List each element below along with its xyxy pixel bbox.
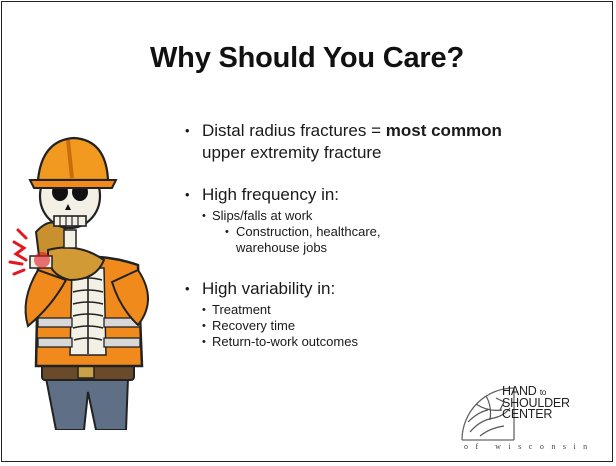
bullet-icon: • bbox=[185, 281, 190, 296]
bullet-high-frequency: • High frequency in: bbox=[182, 184, 592, 206]
sub-sub-bullet-jobs: • Construction, healthcare, warehouse jo… bbox=[182, 224, 592, 256]
bullet-emphasis: most common bbox=[385, 121, 502, 140]
sub-bullet-recovery: • Recovery time bbox=[182, 318, 592, 334]
bullet-text: Return-to-work outcomes bbox=[212, 334, 358, 349]
sub-bullet-slips: • Slips/falls at work bbox=[182, 208, 592, 224]
bullet-text: Distal radius fractures = bbox=[202, 121, 386, 140]
bullet-icon: • bbox=[202, 336, 206, 348]
logo-text: CENTER bbox=[502, 407, 553, 421]
bullet-icon: • bbox=[185, 123, 190, 138]
bullet-icon: • bbox=[202, 210, 206, 222]
bullet-text: Construction, healthcare, bbox=[236, 224, 381, 239]
bullet-list: • Distal radius fractures = most common … bbox=[182, 120, 592, 372]
bullet-distal-radius: • Distal radius fractures = most common … bbox=[182, 120, 592, 164]
logo-text: to bbox=[539, 388, 547, 397]
bullet-text: Recovery time bbox=[212, 318, 296, 333]
skeleton-worker-illustration bbox=[8, 136, 149, 430]
sub-bullet-rtw: • Return-to-work outcomes bbox=[182, 334, 592, 350]
slide-title: Why Should You Care? bbox=[150, 42, 464, 74]
bullet-text: High frequency in: bbox=[202, 185, 340, 204]
bullet-icon: • bbox=[225, 226, 229, 238]
bullet-high-variability: • High variability in: bbox=[182, 278, 592, 300]
bullet-text: Slips/falls at work bbox=[212, 208, 313, 223]
logo-subtitle: of wisconsin bbox=[464, 442, 595, 451]
bullet-text: Treatment bbox=[212, 302, 271, 317]
logo-text: SHOULDER bbox=[502, 396, 570, 410]
bullet-icon: • bbox=[202, 320, 206, 332]
bullet-text: High variability in: bbox=[202, 279, 336, 298]
bullet-continuation: upper extremity fracture bbox=[202, 143, 382, 162]
hand-to-shoulder-logo-icon bbox=[461, 387, 515, 441]
logo-wordmark: HAND to SHOULDER CENTER bbox=[502, 384, 570, 421]
bullet-group-variability: • High variability in: • Treatment • Rec… bbox=[182, 278, 592, 350]
logo-text: HAND bbox=[502, 384, 537, 398]
bullet-icon: • bbox=[185, 187, 190, 202]
bullet-text: warehouse jobs bbox=[236, 240, 328, 255]
bullet-group-frequency: • High frequency in: • Slips/falls at wo… bbox=[182, 184, 592, 256]
bullet-icon: • bbox=[202, 304, 206, 316]
sub-bullet-treatment: • Treatment bbox=[182, 302, 592, 318]
